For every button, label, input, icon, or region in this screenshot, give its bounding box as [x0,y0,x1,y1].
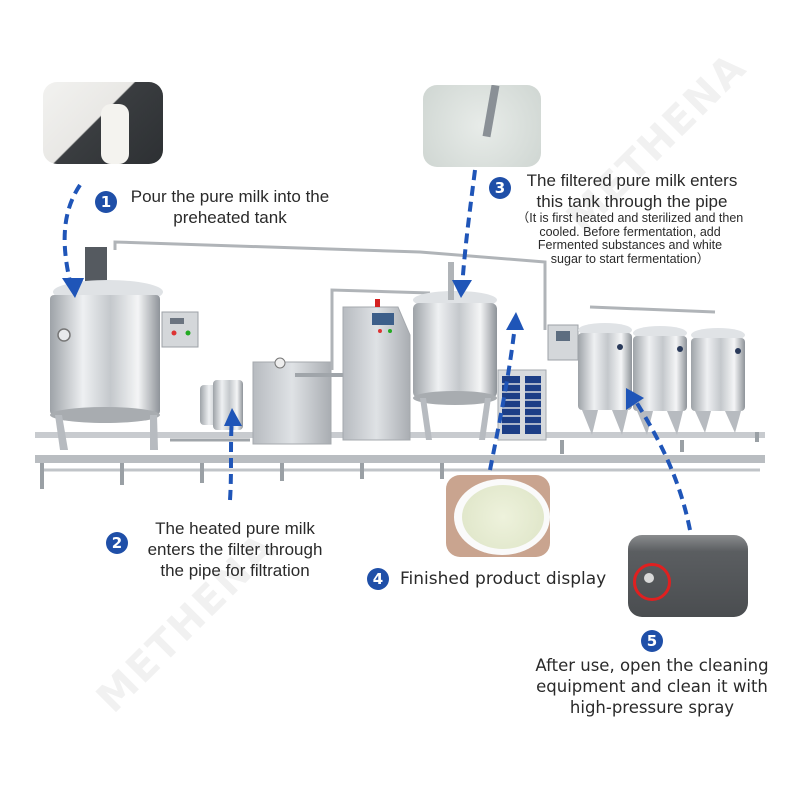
base-frame [35,432,765,489]
storage-tank-3 [691,328,745,433]
arrow-step3 [460,169,477,289]
flow-arrows [62,169,692,531]
step-2-line2: enters the filter through [147,540,323,559]
storage-tanks [547,305,745,435]
preheating-tank [50,247,199,450]
step-1-caption: Pour the pure milk into the preheated ta… [120,186,340,228]
milk-pouring-photo [43,82,163,164]
step-1-badge: 1 [95,191,117,213]
step-3-note-line1: （It is first heated and sterilized and t… [516,211,744,225]
step-1-line2: preheated tank [173,208,287,227]
highlight-ring [633,563,671,601]
step-5-line3: high-pressure spray [569,698,735,717]
step-4-caption: Finished product display [400,569,607,589]
chiller-unit [497,369,547,441]
step-3-badge: 3 [489,177,511,199]
step-5-caption: After use, open the cleaning equipment a… [522,655,782,718]
step-5-badge: 5 [641,630,663,652]
step-3-note: （It is first heated and sterilized and t… [500,211,760,266]
step-2-caption: The heated pure milk enters the filter t… [135,518,335,581]
step-5-line2: equipment and clean it with [536,677,768,696]
arrow-step4 [488,324,517,471]
step-1-line1: Pour the pure milk into the [130,187,330,206]
arrow-step2 [228,419,234,501]
yogurt-cup-photo [446,475,550,557]
step-2-line3: the pipe for filtration [160,561,310,580]
step-3-note-line4: sugar to start fermentation） [550,251,710,266]
storage-tank-2 [633,326,687,435]
milk-tank-interior-photo [423,85,541,167]
step-3-note-line3: Fermented substances and white [537,238,723,252]
cleaning-nozzle-photo [628,535,748,617]
arrow-step1 [62,183,82,291]
step-5-line1: After use, open the cleaning [535,656,769,675]
filter [170,380,250,442]
step-3-note-line2: cooled. Before fermentation, add [539,224,721,239]
arrow-step5 [633,398,692,531]
step-3-line1: The filtered pure milk enters [526,171,738,190]
sterilizer-control-cabinet [330,288,431,441]
step-2-line1: The heated pure milk [155,519,315,538]
fermentation-tank [413,262,497,440]
step-4-badge: 4 [367,568,389,590]
step-3-line2: this tank through the pipe [536,192,728,211]
step-2-badge: 2 [106,532,128,554]
storage-tank-1 [578,323,632,435]
step-3-caption: The filtered pure milk enters this tank … [512,170,752,212]
homogenizer [252,357,350,445]
